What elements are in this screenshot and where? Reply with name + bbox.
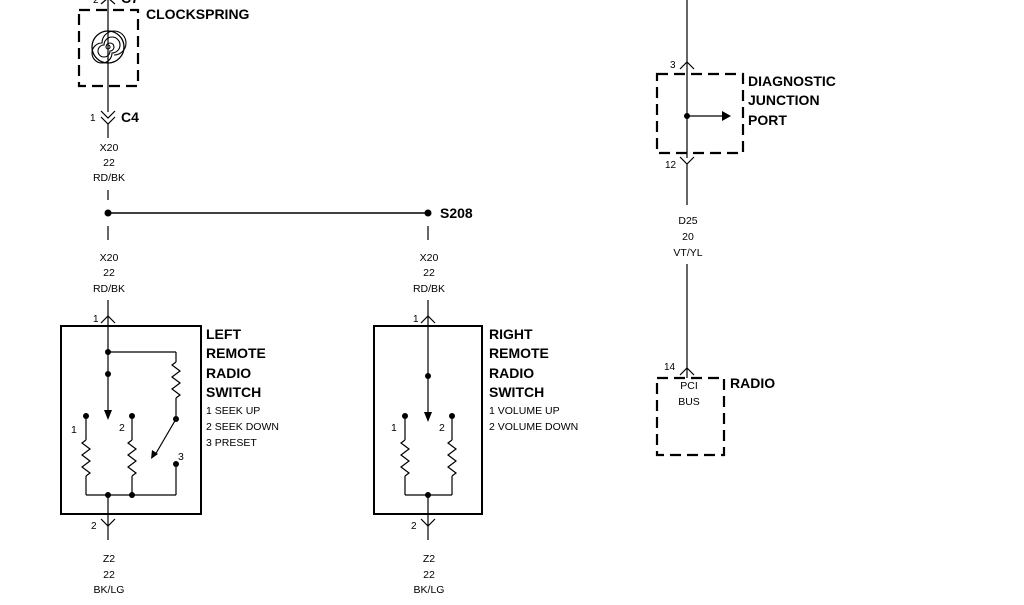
left-ground-color: BK/LG: [94, 584, 125, 596]
dlc-pin-top: 3: [670, 60, 676, 71]
connector-c4-label: C4: [121, 109, 139, 125]
right-volume-up-resistor: [400, 439, 410, 477]
dlc-pin-bottom: 12: [665, 160, 677, 171]
left-contact-label-3: 3: [178, 451, 184, 463]
left-ground-gauge: 22: [103, 569, 115, 581]
left-switch-title-1: LEFT: [206, 326, 241, 342]
dlc-title-3: PORT: [748, 112, 787, 128]
left-wiper-arrow: [104, 410, 112, 420]
left-contact-label-2: 2: [119, 422, 125, 434]
radio-bus-line-2: BUS: [678, 396, 700, 408]
left-switch-position-1: 1 SEEK UP: [206, 405, 260, 417]
right-ground-circuit: Z2: [423, 553, 435, 565]
clockspring-housing: [77, 8, 140, 88]
clockspring-top-connector-label: C7: [121, 0, 139, 6]
radio-bus-line-1: PCI: [680, 380, 698, 392]
left-remote-radio-switch: 1 1 2 3 LEFT REMOTE RADIO: [60, 314, 279, 596]
dlc-wire-color: VT/YL: [673, 247, 702, 259]
dlc-wire-circuit: D25: [678, 215, 697, 227]
splice-right-node: [424, 209, 432, 217]
left-preset-resistor: [171, 361, 181, 399]
right-wiper-arrow: [424, 412, 432, 422]
dlc-bottom-connector: [679, 156, 695, 165]
left-switch-pin-top: 1: [93, 314, 99, 325]
splice-label: S208: [440, 205, 473, 221]
left-ground-circuit: Z2: [103, 553, 115, 565]
left-switch-pin-bottom: 2: [91, 521, 97, 532]
clockspring-pin: 1: [90, 113, 96, 124]
right-switch-bottom-connector: [420, 518, 436, 527]
radio-component: 14 PCI BUS RADIO: [655, 362, 775, 457]
right-switch-title-1: RIGHT: [489, 326, 533, 342]
dlc-title-1: DIAGNOSTIC: [748, 73, 836, 89]
radio-pin: 14: [664, 362, 676, 373]
right-wire-circuit: X20: [420, 252, 439, 264]
dlc-housing: [655, 72, 745, 155]
left-switch-bottom-connector: [100, 518, 116, 527]
clockspring-top-pin: 2: [93, 0, 99, 6]
right-contact-label-1: 1: [391, 422, 397, 434]
left-switch-title-2: REMOTE: [206, 345, 266, 361]
clockspring-wire-color: RD/BK: [93, 172, 125, 184]
right-ground-color: BK/LG: [414, 584, 445, 596]
diagnostic-junction-port: 3 DIAGNOSTIC JUNCTION PORT 12 D25 20 VT/…: [655, 0, 836, 368]
left-switch-title-3: RADIO: [206, 365, 251, 381]
left-switch-position-3: 3 PRESET: [206, 437, 257, 449]
left-contact-label-1: 1: [71, 424, 77, 436]
left-seek-up-resistor: [81, 439, 91, 477]
clockspring-component: 2 C7 CLOCKSPRING 1 C4 X20 22 RD/BK: [77, 0, 250, 200]
right-switch-pin-top: 1: [413, 314, 419, 325]
clockspring-coil-icon: [91, 30, 127, 64]
clockspring-wire-circuit: X20: [100, 142, 119, 154]
dlc-output-arrow: [722, 111, 731, 121]
clockspring-title: CLOCKSPRING: [146, 6, 250, 22]
splice-s208: S208 X20 22 RD/BK X20 22 RD/BK: [93, 205, 473, 316]
left-switch-position-2: 2 SEEK DOWN: [206, 421, 279, 433]
right-switch-title-3: RADIO: [489, 365, 534, 381]
left-wire-color: RD/BK: [93, 283, 125, 295]
right-ground-gauge: 22: [423, 569, 435, 581]
right-switch-title-4: SWITCH: [489, 384, 544, 400]
radio-title: RADIO: [730, 375, 775, 391]
right-wire-color: RD/BK: [413, 283, 445, 295]
right-switch-title-2: REMOTE: [489, 345, 549, 361]
right-volume-down-resistor: [447, 439, 457, 477]
dlc-title-2: JUNCTION: [748, 92, 820, 108]
left-wire-circuit: X20: [100, 252, 119, 264]
right-remote-radio-switch: 1 1 2 RIGHT REMOTE RADIO SWITCH 1 VOLUME…: [373, 314, 578, 596]
right-switch-position-1: 1 VOLUME UP: [489, 405, 560, 417]
right-wire-gauge: 22: [423, 267, 435, 279]
left-seek-down-resistor: [127, 439, 137, 477]
clockspring-wire-gauge: 22: [103, 157, 115, 169]
left-preset-switch-arrow: [151, 450, 158, 459]
left-switch-housing: [60, 325, 202, 515]
left-switch-title-4: SWITCH: [206, 384, 261, 400]
right-contact-label-2: 2: [439, 422, 445, 434]
radio-housing: [655, 376, 726, 457]
left-wire-gauge: 22: [103, 267, 115, 279]
right-switch-position-2: 2 VOLUME DOWN: [489, 421, 578, 433]
connector-c4-symbol: [100, 110, 116, 125]
clockspring-top-connector-symbol: [100, 0, 116, 5]
right-switch-pin-bottom: 2: [411, 521, 417, 532]
dlc-wire-gauge: 20: [682, 231, 694, 243]
